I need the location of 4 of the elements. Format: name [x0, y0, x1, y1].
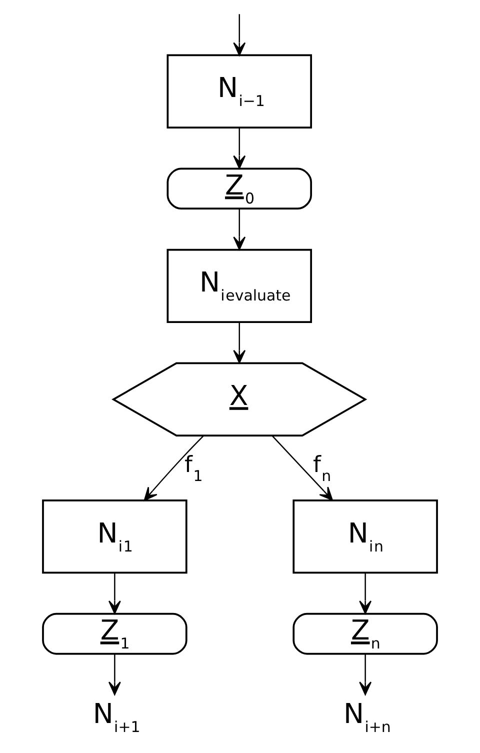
edge-label: f$_{n}$ — [312, 452, 332, 486]
edge-label: f$_{1}$ — [184, 452, 203, 486]
node-text: N$_{i+1}$ — [92, 699, 140, 736]
node-text: N$_{i+n}$ — [343, 699, 391, 736]
